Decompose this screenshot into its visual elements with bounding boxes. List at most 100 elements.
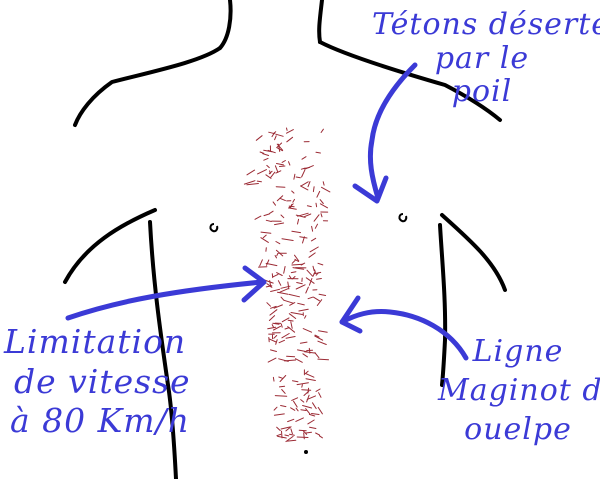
hair-stroke	[273, 413, 285, 416]
hair-stroke	[281, 238, 294, 241]
hair-stroke	[290, 407, 296, 411]
hair-stroke	[318, 293, 327, 296]
hair-stroke	[310, 237, 317, 242]
hair-stroke	[300, 409, 307, 411]
neck-left-line	[218, 0, 233, 50]
hair-stroke	[308, 278, 313, 286]
hair-stroke	[263, 213, 270, 217]
hair-stroke	[273, 406, 278, 411]
hair-stroke	[308, 413, 316, 417]
annotation-arrows	[65, 62, 469, 361]
hair-stroke	[281, 160, 286, 163]
hair-stroke	[311, 225, 314, 232]
hair-stroke	[302, 353, 308, 358]
hair-stroke	[313, 271, 322, 275]
hair-stroke	[286, 439, 297, 442]
hair-stroke	[296, 382, 309, 386]
hair-stroke	[280, 405, 287, 408]
hair-stroke	[277, 280, 282, 286]
hair-stroke	[317, 406, 323, 415]
hair-stroke	[313, 214, 320, 222]
hair-stroke	[290, 312, 303, 315]
hair-stroke	[283, 299, 294, 304]
hair-stroke	[314, 269, 316, 273]
hair-stroke	[317, 262, 324, 266]
hair-stroke	[299, 236, 308, 239]
hair-stroke	[305, 373, 315, 378]
hair-stroke	[306, 394, 310, 403]
hair-stroke	[289, 302, 296, 306]
hair-stroke	[268, 170, 273, 175]
hair-stroke	[301, 384, 303, 388]
left-side-line	[148, 220, 178, 479]
hair-stroke	[268, 338, 277, 343]
hair-stroke	[267, 326, 277, 330]
hair-stroke	[312, 186, 315, 193]
hair-stroke	[295, 417, 304, 422]
hair-stroke	[303, 213, 312, 218]
hair-stroke	[311, 413, 320, 415]
hair-stroke	[293, 173, 296, 180]
right-armpit-line	[440, 213, 507, 292]
annotation-bottom-right-line-2: Maginot du	[438, 373, 600, 408]
hair-stroke	[269, 280, 272, 288]
hair-stroke	[303, 432, 305, 440]
navel-dot	[304, 450, 308, 454]
arrow-top	[367, 62, 418, 201]
hair-stroke	[301, 156, 307, 160]
hair-stroke	[262, 234, 267, 239]
hair-stroke	[280, 296, 285, 301]
hair-stroke	[288, 313, 297, 319]
hair-stroke	[300, 185, 309, 191]
hair-stroke	[304, 370, 309, 375]
hair-stroke	[283, 266, 286, 274]
hair-stroke	[314, 334, 320, 338]
hair-stroke	[272, 322, 280, 325]
left-armpit-line	[63, 208, 157, 284]
annotation-bottom-left-line-3: à 80 Km/h	[10, 401, 190, 441]
hair-stroke	[281, 333, 290, 339]
hair-stroke	[279, 385, 286, 388]
hair-stroke	[309, 426, 317, 429]
hair-stroke	[314, 335, 324, 341]
hair-stroke	[308, 347, 311, 354]
hair-stroke	[284, 359, 297, 362]
hair-stroke	[306, 395, 316, 400]
hair-stroke	[271, 324, 275, 328]
hair-stroke	[312, 296, 320, 302]
hair-stroke	[284, 327, 290, 330]
arrow-left	[65, 279, 265, 321]
hair-stroke	[287, 418, 295, 423]
arrow-right-head	[339, 295, 363, 334]
hair-stroke	[321, 186, 331, 193]
left-shoulder-line	[73, 46, 222, 127]
hair-stroke	[257, 169, 267, 175]
hair-stroke	[290, 428, 293, 435]
hair-stroke	[319, 199, 324, 204]
hair-stroke	[267, 149, 276, 154]
hair-stroke	[273, 325, 281, 331]
hair-stroke	[266, 302, 271, 307]
hair-stroke	[295, 358, 303, 363]
hair-stroke	[287, 319, 294, 322]
hair-stroke	[304, 315, 307, 319]
hair-stroke	[270, 171, 276, 178]
hair-stroke	[280, 323, 283, 328]
annotation-bottom-right: Ligne Maginot du ouelpe	[438, 332, 600, 449]
hair-stroke	[266, 259, 270, 266]
hair-stroke	[265, 262, 278, 267]
hair-stroke	[262, 153, 270, 156]
hair-stroke	[317, 358, 329, 361]
hair-stroke	[254, 215, 262, 220]
hair-stroke	[316, 278, 322, 280]
hair-stroke	[281, 430, 283, 439]
annotation-top-right-line-1: Tétons désertés	[372, 7, 600, 42]
hair-stroke	[268, 315, 276, 321]
hair-stroke	[287, 281, 290, 290]
hair-stroke	[272, 376, 275, 382]
hair-stroke	[276, 272, 283, 276]
hair-stroke	[285, 336, 296, 339]
hair-stroke	[296, 436, 309, 438]
hair-stroke	[295, 407, 299, 412]
